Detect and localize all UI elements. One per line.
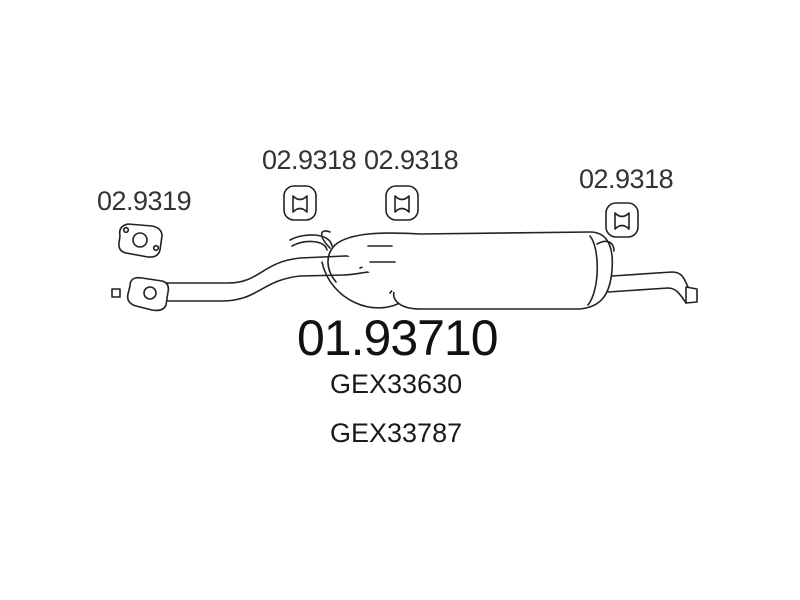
hanger-part-1 — [283, 185, 317, 221]
reference-number-1: GEX33630 — [330, 369, 463, 399]
hanger-label-2: 02.9318 — [364, 145, 459, 175]
tail-pipe — [607, 271, 698, 304]
flange-bolt-marker — [111, 288, 121, 298]
gasket-label: 02.9319 — [97, 186, 192, 216]
hanger-label-3: 02.9318 — [579, 164, 674, 194]
inlet-flange — [126, 276, 170, 312]
main-part-number: 01.93710 — [297, 310, 499, 366]
hanger-part-2 — [385, 185, 419, 221]
muffler-brackets — [320, 230, 615, 263]
muffler-body — [327, 231, 614, 310]
reference-number-2: GEX33787 — [330, 418, 463, 448]
gasket-part — [118, 223, 163, 258]
hanger-label-1: 02.9318 — [262, 145, 357, 175]
front-pipe — [111, 255, 346, 312]
hanger-part-3 — [605, 202, 639, 238]
